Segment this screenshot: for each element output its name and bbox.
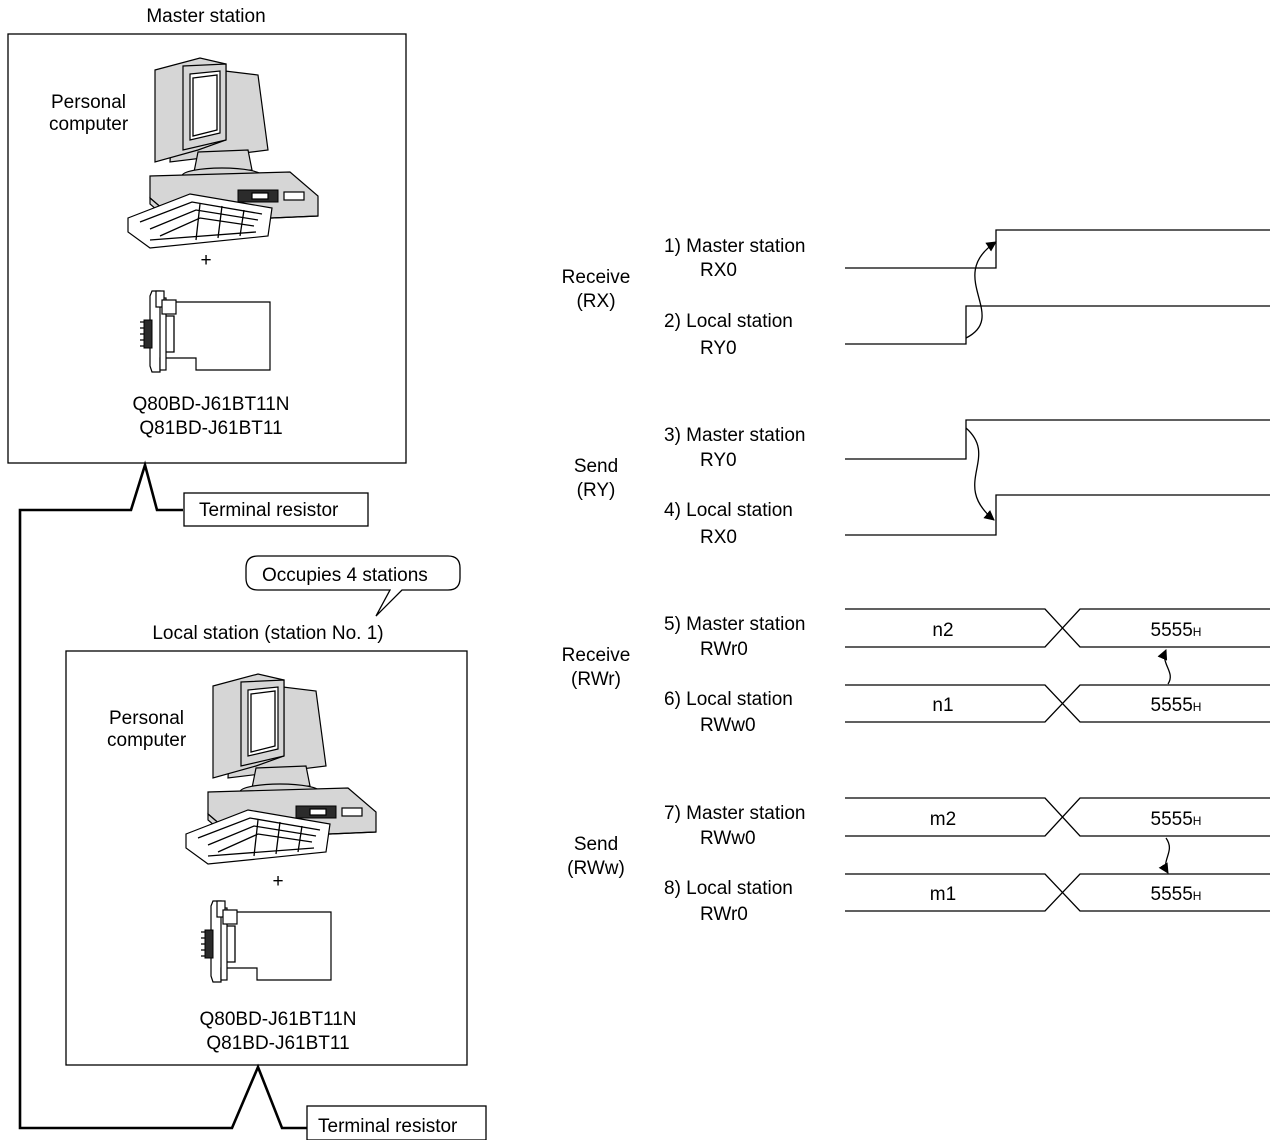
terminal-resistor-bottom: Terminal resistor [306, 1105, 487, 1140]
signal-labels: 1) Master station RX0 2) Local station R… [664, 236, 806, 925]
signal-8-label-1: 8) Local station [664, 878, 793, 899]
group-rwr-label-1: Receive [562, 645, 631, 666]
terminal-resistor-bottom-label: Terminal resistor [318, 1116, 458, 1137]
signal-8-label-2: RWr0 [700, 904, 748, 925]
signal-1-label-1: 1) Master station [664, 236, 806, 257]
master-pc-label-1: Personal [51, 92, 126, 113]
bus-master-rww0 [845, 797, 1270, 837]
group-rx-label-2: (RX) [576, 291, 615, 312]
signal-6-label-1: 6) Local station [664, 689, 793, 710]
bus-local-rwr0-after: 5555H [1151, 884, 1202, 905]
group-ry-label-1: Send [574, 456, 618, 477]
group-rww-label-1: Send [574, 834, 618, 855]
group-labels: Receive (RX) Send (RY) Receive (RWr) Sen… [562, 267, 631, 879]
group-rww-label-2: (RWw) [567, 858, 625, 879]
local-station-title: Local station (station No. 1) [152, 623, 383, 644]
signal-7-label-2: RWw0 [700, 828, 756, 849]
signal-5-label-2: RWr0 [700, 639, 748, 660]
waveform-local-ry0 [845, 305, 1270, 345]
signal-6-label-2: RWw0 [700, 715, 756, 736]
local-pc-label-1: Personal [109, 708, 184, 729]
signal-3-label-2: RY0 [700, 450, 737, 471]
signal-7-label-1: 7) Master station [664, 803, 806, 824]
local-model-2: Q81BD-J61BT11 [206, 1033, 349, 1054]
bus-local-rwr0-before: m1 [930, 884, 956, 905]
local-pc-label-2: computer [107, 730, 187, 751]
waveform-master-ry0 [845, 419, 1270, 460]
bus-master-rwr0 [845, 608, 1270, 648]
bus-local-rww0-before: n1 [932, 695, 953, 716]
bus-master-rwr0-after: 5555H [1151, 620, 1202, 641]
transfer-arrow-rwr [1157, 649, 1171, 685]
signal-4-label-1: 4) Local station [664, 500, 793, 521]
network-cable [18, 460, 307, 1130]
waveform-master-rx0 [845, 229, 1270, 269]
master-board-icon [139, 290, 271, 373]
local-board-icon [200, 900, 332, 983]
signal-3-label-1: 3) Master station [664, 425, 806, 446]
bus-master-rww0-after: 5555H [1151, 809, 1202, 830]
terminal-resistor-top-label: Terminal resistor [199, 500, 339, 521]
word-buses: n2 5555H n1 5555H m2 5555H m1 5555H [845, 608, 1270, 912]
master-pc-label-2: computer [49, 114, 129, 135]
handshake-arrow-ry [965, 427, 995, 521]
master-computer-icon [127, 57, 319, 249]
group-ry-label-2: (RY) [577, 480, 616, 501]
local-station-box [65, 650, 468, 1066]
master-model-1: Q80BD-J61BT11N [133, 394, 290, 415]
signal-2-label-1: 2) Local station [664, 311, 793, 332]
occupies-callout: Occupies 4 stations [245, 555, 461, 617]
transfer-arrow-rww [1158, 837, 1171, 874]
bus-master-rww0-before: m2 [930, 809, 956, 830]
bit-waveforms [845, 229, 1270, 536]
master-model-2: Q81BD-J61BT11 [139, 418, 282, 439]
bus-local-rwr0 [845, 873, 1270, 912]
signal-2-label-2: RY0 [700, 338, 737, 359]
waveform-local-rx0 [845, 494, 1270, 536]
bus-master-rwr0-before: n2 [932, 620, 953, 641]
group-rwr-label-2: (RWr) [571, 669, 621, 690]
group-rx-label-1: Receive [562, 267, 631, 288]
master-station-title: Master station [146, 6, 265, 27]
local-computer-icon [185, 673, 377, 865]
occupies-callout-label: Occupies 4 stations [262, 565, 428, 586]
local-model-1: Q80BD-J61BT11N [200, 1009, 357, 1030]
master-station: Master station Personal computer + Q80BD… [7, 6, 407, 464]
signal-4-label-2: RX0 [700, 527, 737, 548]
handshake-arrow-rx [965, 241, 997, 339]
master-station-box [7, 33, 407, 464]
terminal-resistor-top: Terminal resistor [183, 492, 369, 527]
signal-5-label-1: 5) Master station [664, 614, 806, 635]
bus-local-rww0-after: 5555H [1151, 695, 1202, 716]
master-plus: + [200, 250, 211, 271]
bus-local-rww0 [845, 684, 1270, 723]
signal-1-label-2: RX0 [700, 260, 737, 281]
local-plus: + [272, 871, 283, 892]
local-station: Local station (station No. 1) Personal c… [65, 623, 468, 1066]
